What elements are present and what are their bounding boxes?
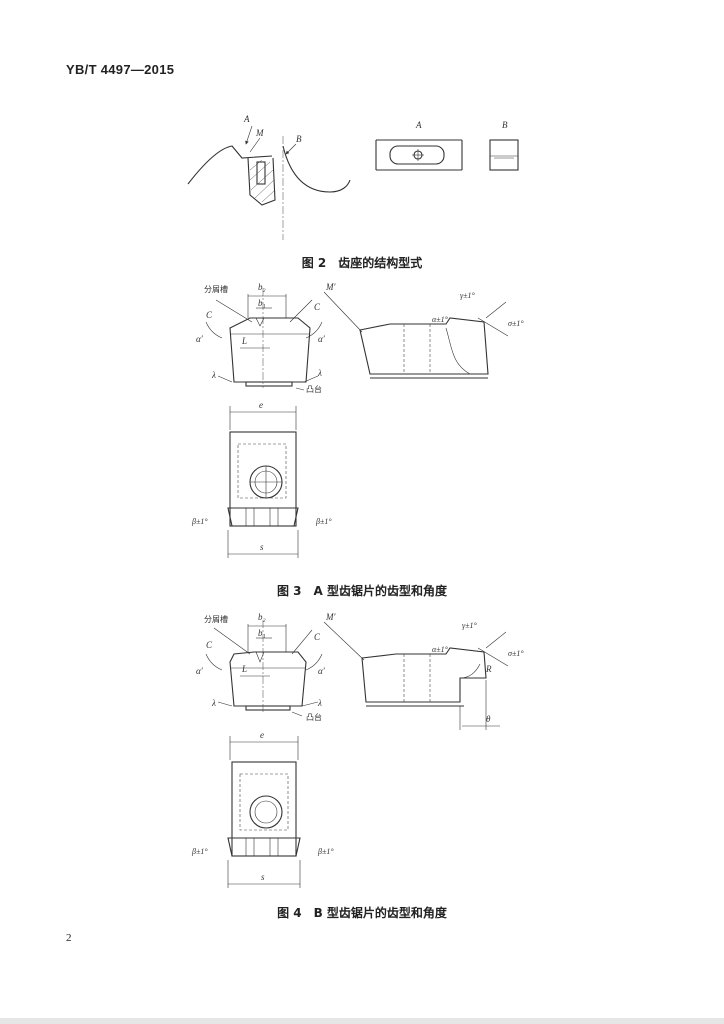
fig3-gamma-tol-label: γ±1°: [460, 291, 476, 300]
fig4-s-label: s: [261, 872, 265, 882]
fig4-b1-label: b₁: [258, 628, 266, 638]
fig4-beta-tol-right-label: β±1°: [317, 847, 334, 856]
standard-code: YB/T 4497—2015: [66, 62, 175, 77]
fig3-lambda-right-label: λ: [317, 368, 322, 378]
fig3-alpha-tol-label: α±1°: [432, 315, 449, 324]
figure-4-drawing: 分屑槽 b₂ b₁ C C α′ α′ L λ λ 凸台 M′ γ±1° α±1…: [191, 612, 524, 888]
fig4-b2-label: b₂: [258, 612, 266, 622]
fig4-c-right-label: C: [314, 632, 321, 642]
fig3-alpha-prime-left-label: α′: [196, 334, 204, 344]
fig3-c-left-label: C: [206, 310, 213, 320]
fig4-sigma-tol-label: σ±1°: [508, 649, 524, 658]
fig4-r-label: R: [485, 664, 492, 674]
fig4-alpha-tol-label: α±1°: [432, 645, 449, 654]
fig3-c-right-label: C: [314, 302, 321, 312]
figure-3-caption: 图 3 A 型齿锯片的齿型和角度: [277, 584, 447, 598]
fig3-l-label: L: [241, 336, 247, 346]
fig3-lambda-left-label: λ: [211, 370, 216, 380]
fig3-e-label: e: [259, 400, 263, 410]
fig2-view-a-label: A: [415, 120, 422, 130]
fig4-chip-groove-label: 分屑槽: [204, 614, 228, 624]
fig4-theta-label: θ: [486, 714, 491, 724]
fig4-alpha-prime-left-label: α′: [196, 666, 204, 676]
fig4-c-left-label: C: [206, 640, 213, 650]
figure-2-caption: 图 2 齿座的结构型式: [301, 256, 423, 270]
fig4-beta-tol-left-label: β±1°: [191, 847, 208, 856]
fig3-b2-label: b₂: [258, 282, 266, 292]
fig4-m-prime-label: M′: [325, 612, 336, 622]
fig2-label-b: B: [296, 134, 302, 144]
figure-2-drawing: A M B A B: [187, 114, 519, 240]
fig3-chip-groove-label: 分屑槽: [204, 284, 228, 294]
figure-3-drawing: 分屑槽 b₂ b₁ C C α′ α′ L λ λ 凸台 M′ γ±1° α±1…: [191, 282, 524, 558]
fig4-boss-label: 凸台: [306, 712, 322, 722]
fig4-e-label: e: [260, 730, 264, 740]
fig2-label-m: M: [255, 128, 264, 138]
fig2-view-b-label: B: [502, 120, 508, 130]
fig4-l-label: L: [241, 664, 247, 674]
fig4-alpha-prime-right-label: α′: [318, 666, 326, 676]
fig3-m-prime-label: M′: [325, 282, 336, 292]
bottom-edge-bar: [0, 1018, 724, 1024]
fig3-alpha-prime-right-label: α′: [318, 334, 326, 344]
figure-4-caption: 图 4 B 型齿锯片的齿型和角度: [277, 906, 447, 920]
fig3-sigma-tol-label: σ±1°: [508, 319, 524, 328]
page-number: 2: [66, 932, 72, 944]
fig3-beta-tol-left-label: β±1°: [191, 517, 208, 526]
fig3-boss-label: 凸台: [306, 384, 322, 394]
fig4-lambda-left-label: λ: [211, 698, 216, 708]
fig4-lambda-right-label: λ: [317, 698, 322, 708]
fig2-label-a: A: [243, 114, 250, 124]
fig3-beta-tol-right-label: β±1°: [315, 517, 332, 526]
fig3-s-label: s: [260, 542, 264, 552]
fig4-gamma-tol-label: γ±1°: [462, 621, 478, 630]
fig3-b1-label: b₁: [258, 298, 266, 308]
